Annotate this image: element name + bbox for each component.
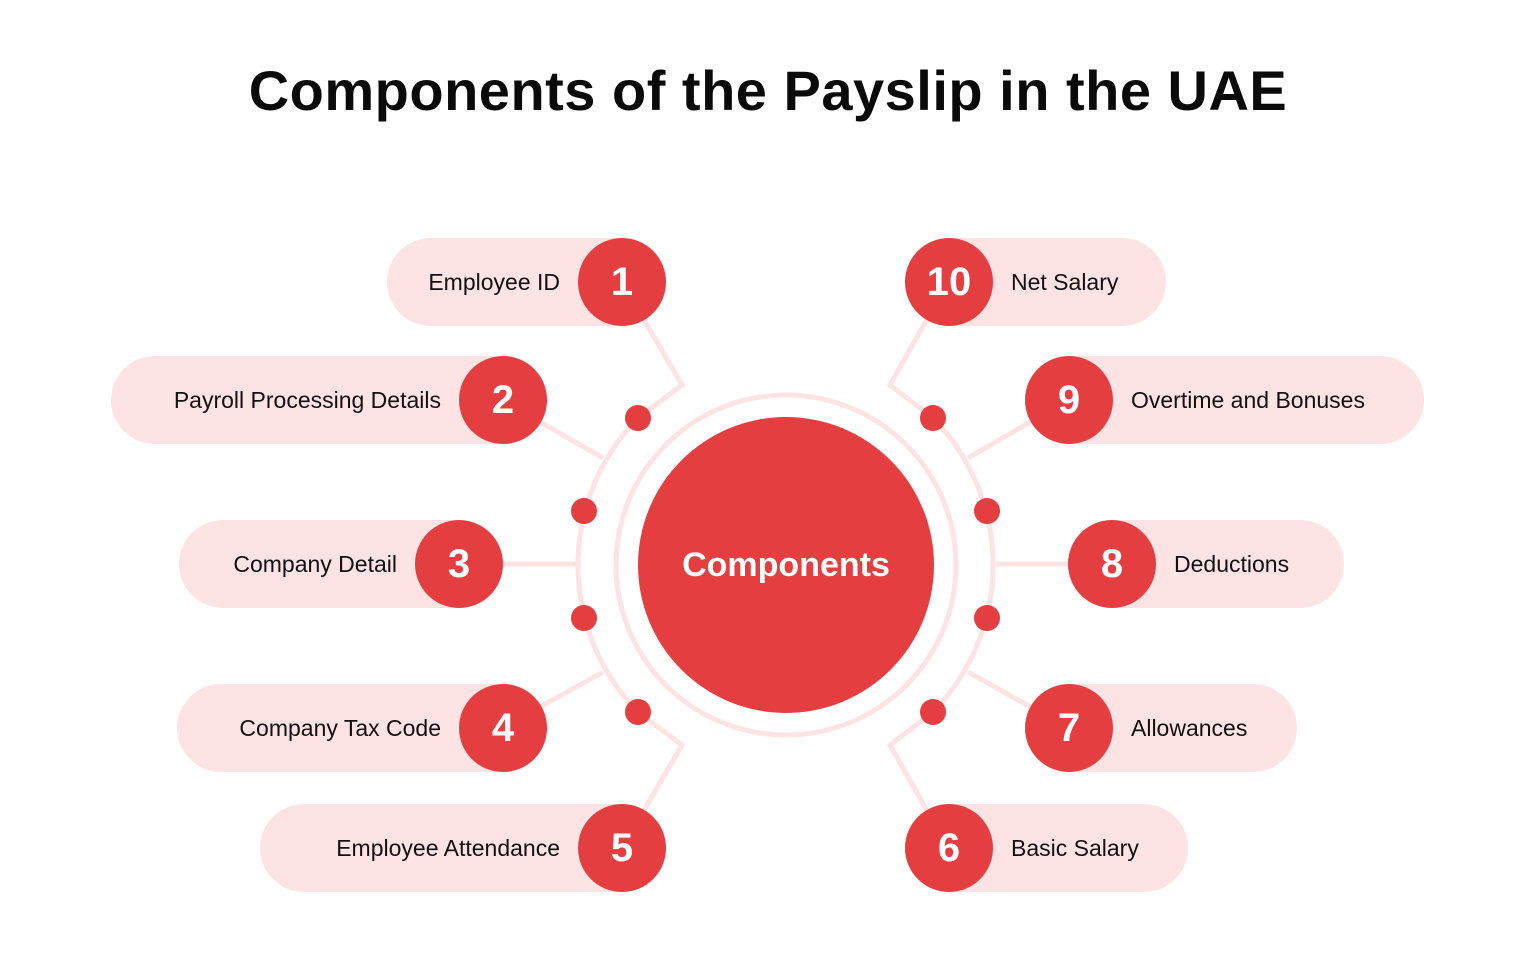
component-label: Payroll Processing Details	[173, 386, 441, 413]
component-label: Deductions	[1174, 550, 1290, 577]
component-label: Net Salary	[1011, 268, 1119, 295]
page-title: Components of the Payslip in the UAE	[248, 59, 1288, 122]
component-item-payroll-processing-details: Payroll Processing Details 2	[111, 356, 547, 444]
outer-arc-right	[931, 416, 996, 714]
number-badge: 2	[459, 356, 547, 444]
component-label: Employee ID	[428, 268, 560, 295]
node-dot	[625, 699, 651, 725]
component-label: Company Tax Code	[239, 714, 441, 741]
number-badge: 5	[578, 804, 666, 892]
component-item-employee-attendance: Employee Attendance 5	[260, 804, 666, 892]
outer-arc-left	[575, 416, 640, 714]
number-badge: 3	[415, 520, 503, 608]
number-badge: 6	[905, 804, 993, 892]
component-item-allowances: 7 Allowances	[1025, 684, 1297, 772]
component-item-overtime-and-bonuses: 9 Overtime and Bonuses	[1025, 356, 1424, 444]
node-dot	[571, 498, 597, 524]
node-dot	[571, 605, 597, 631]
center-label: Components	[682, 545, 890, 584]
number-badge: 8	[1068, 520, 1156, 608]
center-components-circle: Components	[638, 417, 934, 713]
inner-ring	[613, 392, 959, 738]
component-item-employee-id: Employee ID 1	[387, 238, 666, 326]
component-item-basic-salary: 6 Basic Salary	[905, 804, 1188, 892]
number-badge: 7	[1025, 684, 1113, 772]
number-badge: 9	[1025, 356, 1113, 444]
node-dot	[920, 405, 946, 431]
component-item-company-tax-code: Company Tax Code 4	[177, 684, 547, 772]
number-badge: 10	[905, 238, 993, 326]
number-badge: 4	[459, 684, 547, 772]
component-label: Basic Salary	[1011, 834, 1139, 861]
component-item-company-detail: Company Detail 3	[179, 520, 503, 608]
number-badge: 1	[578, 238, 666, 326]
component-item-deductions: 8 Deductions	[1068, 520, 1344, 608]
component-label: Employee Attendance	[336, 834, 560, 861]
node-dot	[625, 405, 651, 431]
component-label: Allowances	[1131, 714, 1248, 741]
node-dot	[920, 699, 946, 725]
node-dot	[974, 498, 1000, 524]
component-label: Company Detail	[233, 550, 397, 577]
component-label: Overtime and Bonuses	[1131, 386, 1365, 413]
component-item-net-salary: 10 Net Salary	[905, 238, 1166, 326]
node-dot	[974, 605, 1000, 631]
